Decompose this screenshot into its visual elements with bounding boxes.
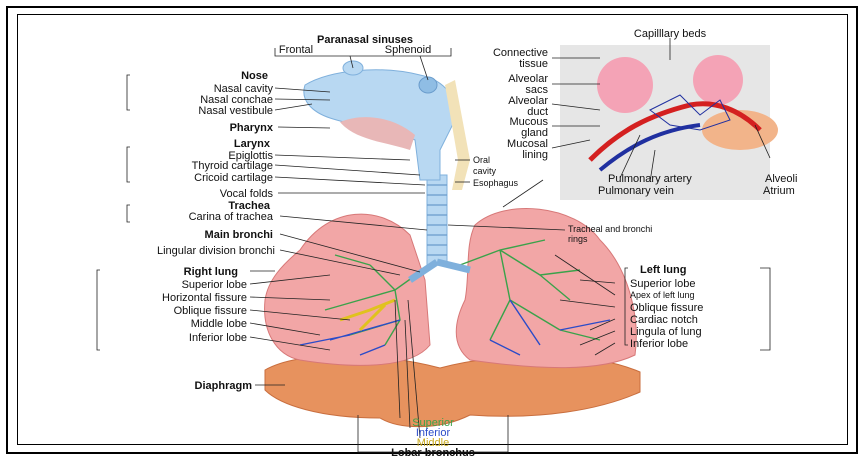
label-apex-left-lung: Apex of left lung [630,290,695,300]
label-esophagus: Esophagus [473,178,519,188]
label-horizontal-fissure: Horizontal fissure [162,292,247,304]
label-atrium: Atrium [763,185,795,197]
label-diaphragm: Diaphragm [195,380,253,392]
label-oral-cavity-line2: cavity [473,166,497,176]
label-pulmonary-artery: Pulmonary artery [608,173,692,185]
label-sphenoid: Sphenoid [385,44,432,56]
label-pulmonary-vein: Pulmonary vein [598,185,674,197]
spine-shape [445,80,470,190]
label-larynx: Larynx [234,138,271,150]
label-cricoid-cartilage: Cricoid cartilage [194,172,273,184]
label-superior-lobe-right: Superior lobe [182,279,247,291]
label-tracheal-bronchi-rings-line1: Tracheal and bronchi [568,224,652,234]
label-oral-cavity-line1: Oral [473,155,490,165]
label-lingula-of-lung: Lingula of lung [630,326,702,338]
label-carina-of-trachea: Carina of trachea [189,211,274,223]
label-vocal-folds: Vocal folds [220,188,274,200]
label-lobar-bronchus: Lobar bronchus [391,447,475,459]
trachea-shape [427,175,447,265]
label-oblique-fissure-right: Oblique fissure [174,305,247,317]
label-lingular-division-bronchi: Lingular division bronchi [157,245,275,257]
label-frontal: Frontal [279,44,313,56]
label-thyroid-cartilage: Thyroid cartilage [192,160,273,172]
label-inferior-lobe-left: Inferior lobe [630,338,688,350]
label-superior-lobe-left: Superior lobe [630,278,695,290]
label-left-lung: Left lung [640,264,686,276]
label-pharynx: Pharynx [230,122,274,134]
label-cardiac-notch: Cardiac notch [630,314,698,326]
label-capillary-beds: Capilllary beds [634,28,707,40]
label-nose: Nose [241,70,268,82]
label-tracheal-bronchi-rings-line2: rings [568,234,588,244]
label-inferior-lobe-right: Inferior lobe [189,332,247,344]
label-right-lung: Right lung [184,266,238,278]
label-mucosal-lining-line2: lining [522,149,548,161]
label-connective-tissue-line2: tissue [519,58,548,70]
label-middle-lobe: Middle lobe [191,318,247,330]
label-alveoli: Alveoli [765,173,797,185]
label-oblique-fissure-left: Oblique fissure [630,302,703,314]
label-main-bronchi: Main bronchi [205,229,273,241]
label-nasal-vestibule: Nasal vestibule [198,105,273,117]
